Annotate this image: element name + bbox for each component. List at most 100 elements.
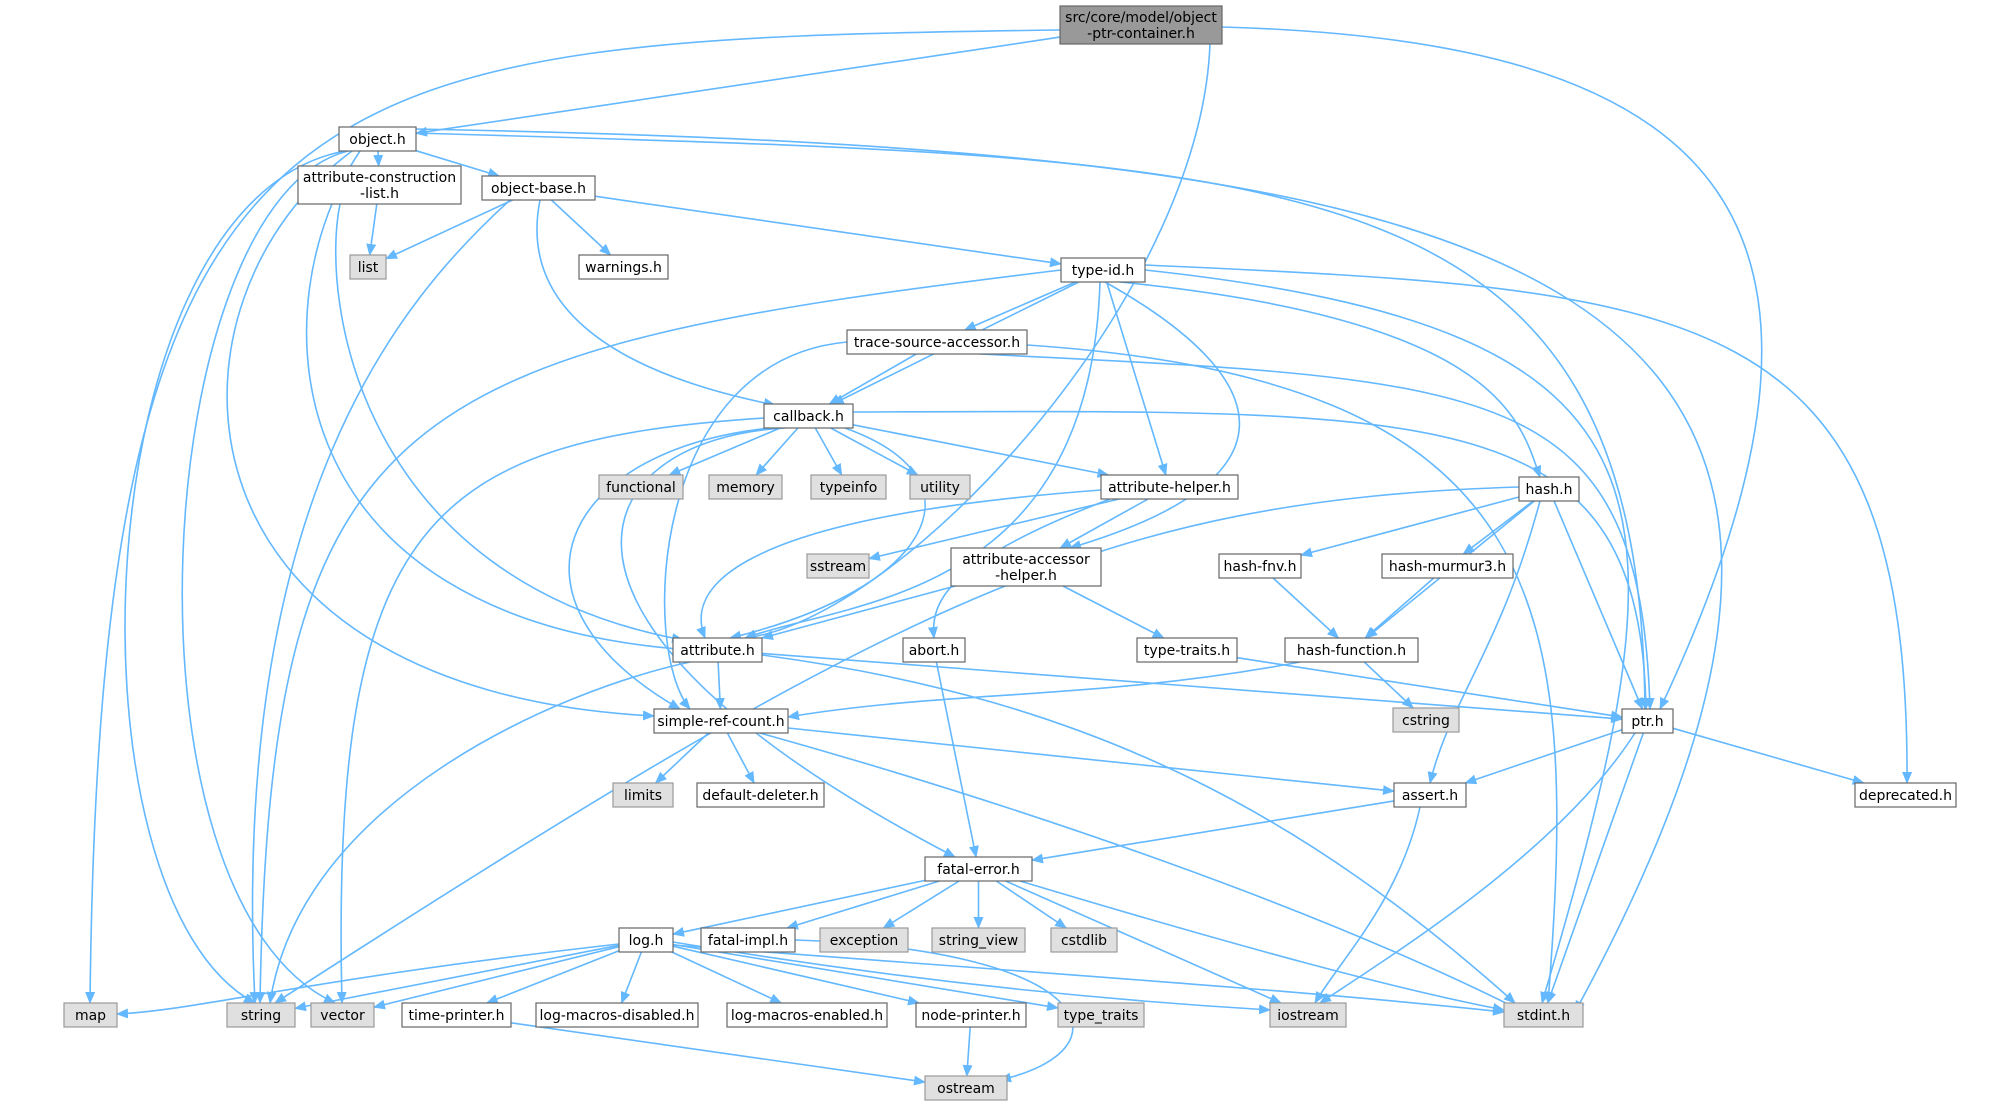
node-memory: memory xyxy=(708,474,783,500)
node-box xyxy=(297,165,462,205)
edge-attribute-to-ptr xyxy=(761,652,1623,724)
edge-hash-to-hash_fnv xyxy=(1300,496,1520,558)
node-box xyxy=(1060,257,1146,283)
node-box xyxy=(846,329,1028,355)
edge-attribute-to-string xyxy=(266,661,691,1004)
node-box xyxy=(1381,553,1514,579)
node-assert[interactable]: assert.h xyxy=(1393,782,1467,808)
node-label: memory xyxy=(716,480,775,496)
edge-fatal_error-to-iostream xyxy=(1005,880,1282,1004)
node-deprecated[interactable]: deprecated.h xyxy=(1854,782,1957,808)
node-object-base[interactable]: object-base.h xyxy=(481,175,596,201)
node-log-dis[interactable]: log-macros-disabled.h xyxy=(535,1002,699,1028)
node-box xyxy=(1854,782,1957,808)
node-sstream: sstream xyxy=(806,553,870,579)
edge-type_id-to-deprecated xyxy=(1144,264,1913,784)
node-attribute[interactable]: attribute.h xyxy=(672,637,763,663)
node-box xyxy=(1100,474,1239,500)
edge-callback-to-attribute xyxy=(729,427,926,641)
node-warnings[interactable]: warnings.h xyxy=(578,254,669,280)
edge-type_id-to-stdint xyxy=(1144,269,1630,1004)
node-hash-murmur[interactable]: hash-murmur3.h xyxy=(1381,553,1514,579)
node-default-del[interactable]: default-deleter.h xyxy=(696,782,825,808)
node-trace-src[interactable]: trace-source-accessor.h xyxy=(846,329,1028,355)
node-fatal-error[interactable]: fatal-error.h xyxy=(924,856,1033,882)
node-box xyxy=(1393,782,1467,808)
edge-simple_ref-to-stdint xyxy=(759,732,1521,1011)
node-simple-ref[interactable]: simple-ref-count.h xyxy=(653,708,789,734)
node-box xyxy=(1059,5,1223,45)
edge-callback-to-utility xyxy=(830,427,919,476)
node-box xyxy=(1392,707,1460,733)
node-label: cstring xyxy=(1402,713,1450,729)
node-hash-fnv[interactable]: hash-fnv.h xyxy=(1218,553,1302,579)
edge-abort-to-fatal_error xyxy=(935,661,979,858)
node-hash-func[interactable]: hash-function.h xyxy=(1284,637,1419,663)
node-label: -helper.h xyxy=(995,568,1057,584)
node-root[interactable]: src/core/model/object-ptr-container.h xyxy=(1059,5,1223,45)
edge-object_base-to-type_id xyxy=(594,195,1062,268)
node-box xyxy=(618,927,674,953)
node-box xyxy=(700,927,796,953)
node-box xyxy=(310,1002,375,1028)
node-fatal-impl[interactable]: fatal-impl.h xyxy=(700,927,796,953)
node-attr-acc[interactable]: attribute-accessor-helper.h xyxy=(950,547,1102,587)
node-hash[interactable]: hash.h xyxy=(1518,476,1580,502)
node-box xyxy=(806,553,870,579)
node-list: list xyxy=(349,254,387,280)
node-box xyxy=(401,1002,512,1028)
node-exception: exception xyxy=(819,927,909,953)
node-log-en[interactable]: log-macros-enabled.h xyxy=(726,1002,888,1028)
node-functional: functional xyxy=(598,474,684,500)
node-log[interactable]: log.h xyxy=(618,927,674,953)
node-label: default-deleter.h xyxy=(702,788,818,804)
node-label: object.h xyxy=(349,132,405,148)
edge-object_base-to-callback xyxy=(536,199,776,408)
edge-fatal_error-to-stdint xyxy=(1019,880,1505,1013)
node-type-id[interactable]: type-id.h xyxy=(1060,257,1146,283)
node-label: exception xyxy=(830,933,898,949)
node-time-printer[interactable]: time-printer.h xyxy=(401,1002,512,1028)
node-label: limits xyxy=(624,788,662,804)
node-attr-helper[interactable]: attribute-helper.h xyxy=(1100,474,1239,500)
node-object[interactable]: object.h xyxy=(338,126,417,152)
node-label: functional xyxy=(606,480,676,496)
edge-root-to-attribute xyxy=(744,43,1211,642)
node-label: type-id.h xyxy=(1072,263,1134,279)
edge-object-to-string xyxy=(124,150,346,1004)
edge-hash_func-to-simple_ref xyxy=(787,661,1301,721)
node-box xyxy=(349,254,387,280)
edge-hash-to-string xyxy=(274,486,1520,1004)
edge-hash-to-hash_murmur xyxy=(1462,500,1534,555)
node-label: log.h xyxy=(629,933,664,949)
node-label: fatal-error.h xyxy=(937,862,1019,878)
node-label: deprecated.h xyxy=(1859,788,1952,804)
node-box xyxy=(696,782,825,808)
edge-fatal_error-to-cstdlib xyxy=(995,880,1068,929)
edge-trace_src-to-callback xyxy=(828,353,917,405)
node-label: trace-source-accessor.h xyxy=(854,335,1020,351)
edge-attribute-to-simple_ref xyxy=(714,661,725,710)
edge-attr_acc-to-attribute xyxy=(761,585,956,640)
node-box xyxy=(931,927,1026,953)
node-box xyxy=(1269,1002,1347,1028)
edge-type_id-to-hash xyxy=(1119,281,1542,478)
node-box xyxy=(915,1002,1027,1028)
node-type-traits-h[interactable]: type-traits.h xyxy=(1136,637,1238,663)
node-label: -ptr-container.h xyxy=(1087,26,1195,42)
node-label: assert.h xyxy=(1402,788,1458,804)
node-label: hash.h xyxy=(1526,482,1573,498)
node-box xyxy=(578,254,669,280)
node-label: map xyxy=(75,1008,106,1024)
node-ptr[interactable]: ptr.h xyxy=(1621,708,1674,734)
node-box xyxy=(1621,708,1674,734)
node-node-printer[interactable]: node-printer.h xyxy=(915,1002,1027,1028)
node-abort[interactable]: abort.h xyxy=(902,637,966,663)
edge-callback-to-attr_helper xyxy=(852,424,1110,478)
node-box xyxy=(1284,637,1419,663)
edge-type_id-to-trace_src xyxy=(963,281,1076,331)
node-attr-constr[interactable]: attribute-construction-list.h xyxy=(297,165,462,205)
node-label: warnings.h xyxy=(585,260,662,276)
node-callback[interactable]: callback.h xyxy=(763,403,854,429)
node-label: utility xyxy=(920,480,960,496)
